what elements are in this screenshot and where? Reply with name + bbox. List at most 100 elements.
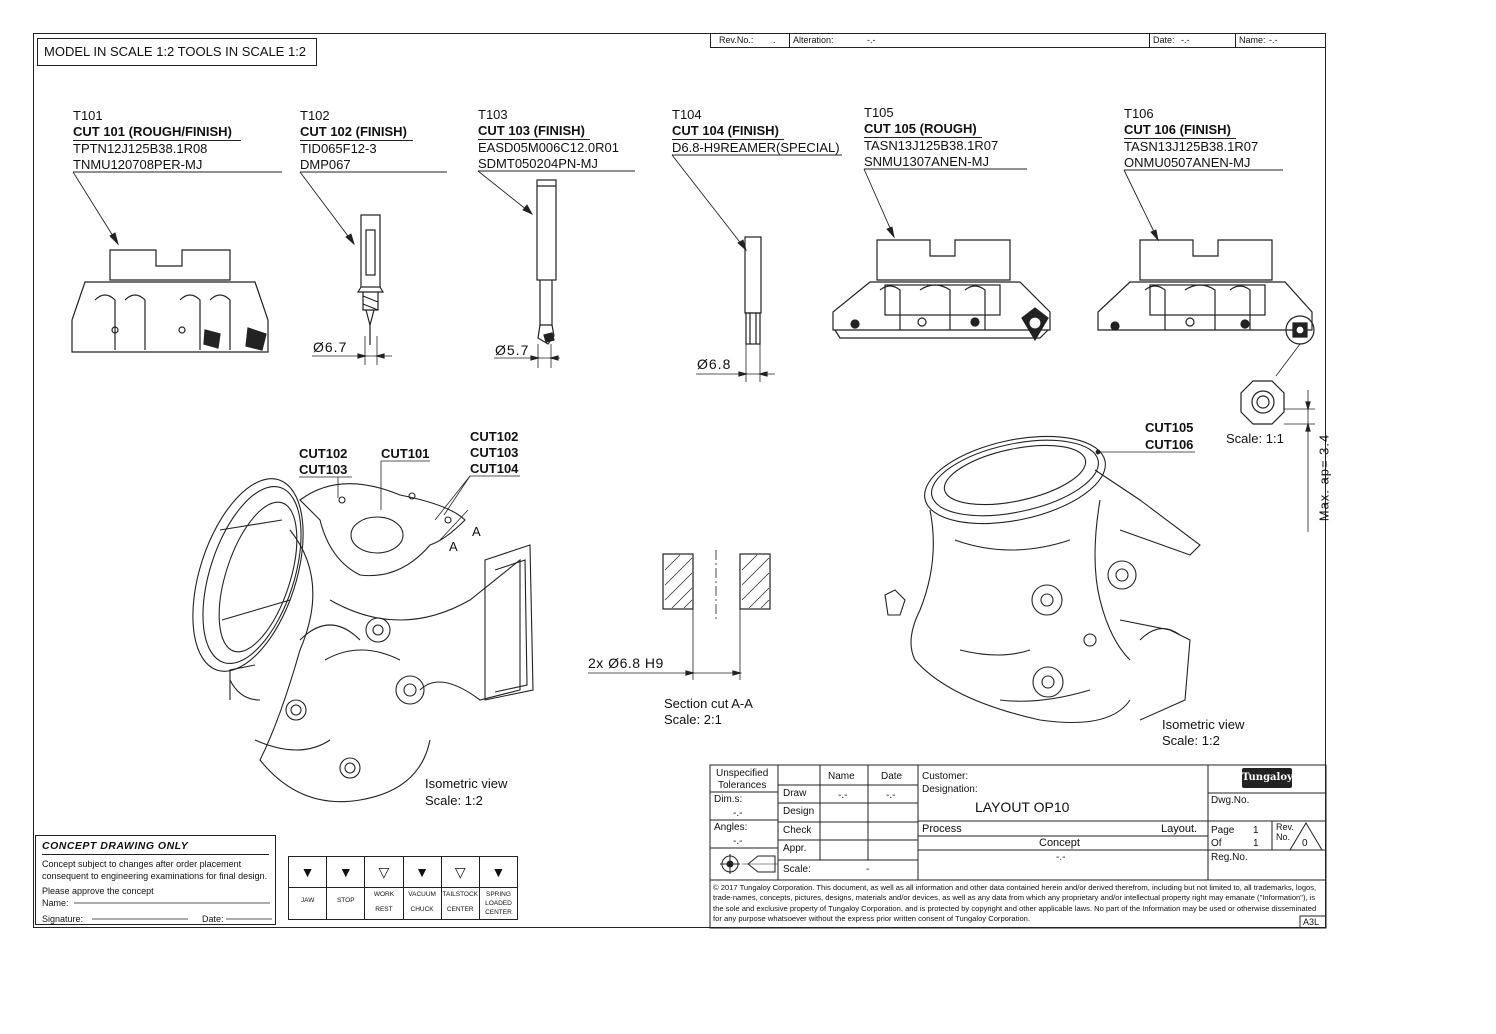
dim-hole: 2x Ø6.8 H9 xyxy=(588,655,664,671)
scale-note: MODEL IN SCALE 1:2 TOOLS IN SCALE 1:2 xyxy=(37,38,317,66)
tb-no-label: No. xyxy=(1276,832,1291,842)
tool-holder: D6.8-H9REAMER(SPECIAL) xyxy=(672,140,840,155)
tb-sheet-size: A3L xyxy=(1303,917,1320,927)
insert-scale: Scale: 1:1 xyxy=(1226,431,1284,446)
tb-design: Design xyxy=(783,806,815,817)
part-isometric-right xyxy=(884,435,1201,724)
dim-max-ap: Max. ap= 3.4 xyxy=(1316,433,1332,522)
tool-id: T106 xyxy=(1124,106,1154,121)
callout-leaders-left xyxy=(299,460,520,541)
tb-angles-value: -.- xyxy=(733,836,743,847)
right-view-title: Isometric view xyxy=(1162,717,1245,732)
tool-t105-face-mill xyxy=(832,239,1051,342)
fixture-tailstock-center: ▽ TAILSTOCK CENTER xyxy=(441,857,480,919)
leader-underlines xyxy=(73,154,1283,173)
tool-cut: CUT 101 (ROUGH/FINISH) xyxy=(73,124,241,141)
tb-of-value: 1 xyxy=(1253,838,1259,849)
tool-t101-face-mill xyxy=(71,249,269,353)
tool-holder: EASD05M006C12.0R01 xyxy=(478,140,619,155)
tb-draw: Draw xyxy=(783,788,807,799)
tool-holder: TASN13J125B38.1R07 xyxy=(864,138,999,153)
section-view-title: Section cut A-A xyxy=(664,696,753,711)
concept-name-label: Name: xyxy=(42,898,69,908)
tool-holder: TPTN12J125B38.1R08 xyxy=(73,141,208,156)
concept-box: CONCEPT DRAWING ONLY Concept subject to … xyxy=(35,835,276,925)
tb-scale-value: - xyxy=(866,864,870,875)
concept-date-label: Date: xyxy=(202,914,224,924)
tool-insert: DMP067 xyxy=(300,157,351,172)
callout-cut104-b: CUT104 xyxy=(470,461,519,476)
tb-page-value: 1 xyxy=(1253,825,1259,836)
tool-id: T104 xyxy=(672,107,702,122)
insert-detail xyxy=(1240,380,1315,532)
tool-cut: CUT 103 (FINISH) xyxy=(478,123,590,140)
concept-line2: consequent to engineering examinations f… xyxy=(42,871,268,881)
dim-d5-7: Ø5.7 xyxy=(495,342,530,358)
name-value: -.- xyxy=(1269,35,1278,45)
tool-cut: CUT 105 (ROUGH) xyxy=(864,121,982,138)
left-view-title: Isometric view xyxy=(425,776,508,791)
tb-appr: Appr. xyxy=(783,843,807,854)
tool-t103-end-mill xyxy=(494,179,560,368)
callout-cut103-b: CUT103 xyxy=(470,445,519,460)
stop-icon: ▼ xyxy=(327,857,365,888)
signature-lines xyxy=(74,902,272,920)
tool-holder: TID065F12-3 xyxy=(300,141,377,156)
tb-customer-label: Customer: xyxy=(922,771,969,782)
callout-cut106: CUT106 xyxy=(1145,437,1194,452)
tb-draw-date: -.- xyxy=(886,790,896,801)
tool-t103-label: T103 CUT 103 (FINISH) EASD05M006C12.0R01… xyxy=(478,107,619,172)
date-label: Date: xyxy=(1153,35,1175,45)
tool-cut: CUT 104 (FINISH) xyxy=(672,123,784,140)
section-view-scale: Scale: 2:1 xyxy=(664,712,722,727)
tool-cut: CUT 102 (FINISH) xyxy=(300,124,413,141)
fixture-work-rest: ▽ WORK REST xyxy=(365,857,404,919)
concept-signature-label: Signature: xyxy=(42,914,84,924)
callout-cut103: CUT103 xyxy=(299,462,348,477)
tb-angles-label: Angles: xyxy=(714,822,748,833)
tool-insert: TNMU120708PER-MJ xyxy=(73,157,203,172)
tb-check: Check xyxy=(783,825,812,836)
right-view-scale: Scale: 1:2 xyxy=(1162,733,1220,748)
section-cut-view xyxy=(588,550,771,680)
tb-designation-label: Designation: xyxy=(922,784,978,795)
tool-t105-label: T105 CUT 105 (ROUGH) TASN13J125B38.1R07 … xyxy=(864,105,998,170)
tool-id: T105 xyxy=(864,105,894,120)
section-marker-a1: A xyxy=(472,524,481,539)
tool-id: T102 xyxy=(300,108,330,123)
jaw-icon: ▼ xyxy=(289,857,327,888)
fixture-spring-loaded-center: ▼ SPRING LOADED CENTER xyxy=(479,857,518,919)
concept-line3: Please approve the concept xyxy=(42,886,154,896)
tb-dims-label: Dim.s: xyxy=(714,794,743,805)
vacuum-chuck-icon: ▼ xyxy=(403,857,441,888)
tb-designation-value: LAYOUT OP10 xyxy=(975,799,1070,815)
tb-layout-label: Layout. xyxy=(1161,823,1198,835)
callout-cut101: CUT101 xyxy=(381,446,430,461)
tool-insert: SNMU1307ANEN-MJ xyxy=(864,154,989,169)
tb-dwg-no: Dwg.No. xyxy=(1211,795,1250,806)
drawing-frame xyxy=(33,33,1326,928)
concept-title: CONCEPT DRAWING ONLY xyxy=(42,840,269,855)
callout-leaders-right xyxy=(1095,449,1195,455)
tb-of-label: Of xyxy=(1211,838,1222,849)
tool-t102-drill xyxy=(312,214,392,365)
tb-name-col: Name xyxy=(828,771,855,782)
callout-cut102-b: CUT102 xyxy=(470,429,519,444)
tool-insert: SDMT050204PN-MJ xyxy=(478,156,598,171)
fixture-stop: ▼ STOP xyxy=(327,857,366,919)
revision-bar: Rev.No.: . Alteration: -.- Date: -.- Nam… xyxy=(710,33,1326,48)
alteration-value: -.- xyxy=(867,35,876,45)
tool-insert: ONMU0507ANEN-MJ xyxy=(1124,155,1251,170)
tb-concept-value: Concept xyxy=(1039,837,1080,849)
section-marker-a2: A xyxy=(449,539,458,554)
rev-no-label: Rev.No.: xyxy=(719,35,754,45)
tb-date-col: Date xyxy=(881,771,903,782)
tb-tolerances: Tolerances xyxy=(718,780,767,791)
tool-t102-label: T102 CUT 102 (FINISH) TID065F12-3 DMP067 xyxy=(300,108,413,173)
tool-cut: CUT 106 (FINISH) xyxy=(1124,122,1236,139)
left-view-scale: Scale: 1:2 xyxy=(425,793,483,808)
part-isometric-left xyxy=(192,478,534,803)
tool-id: T101 xyxy=(73,108,103,123)
tb-reg-no: Reg.No. xyxy=(1211,852,1248,863)
title-block-frame xyxy=(709,764,1327,929)
